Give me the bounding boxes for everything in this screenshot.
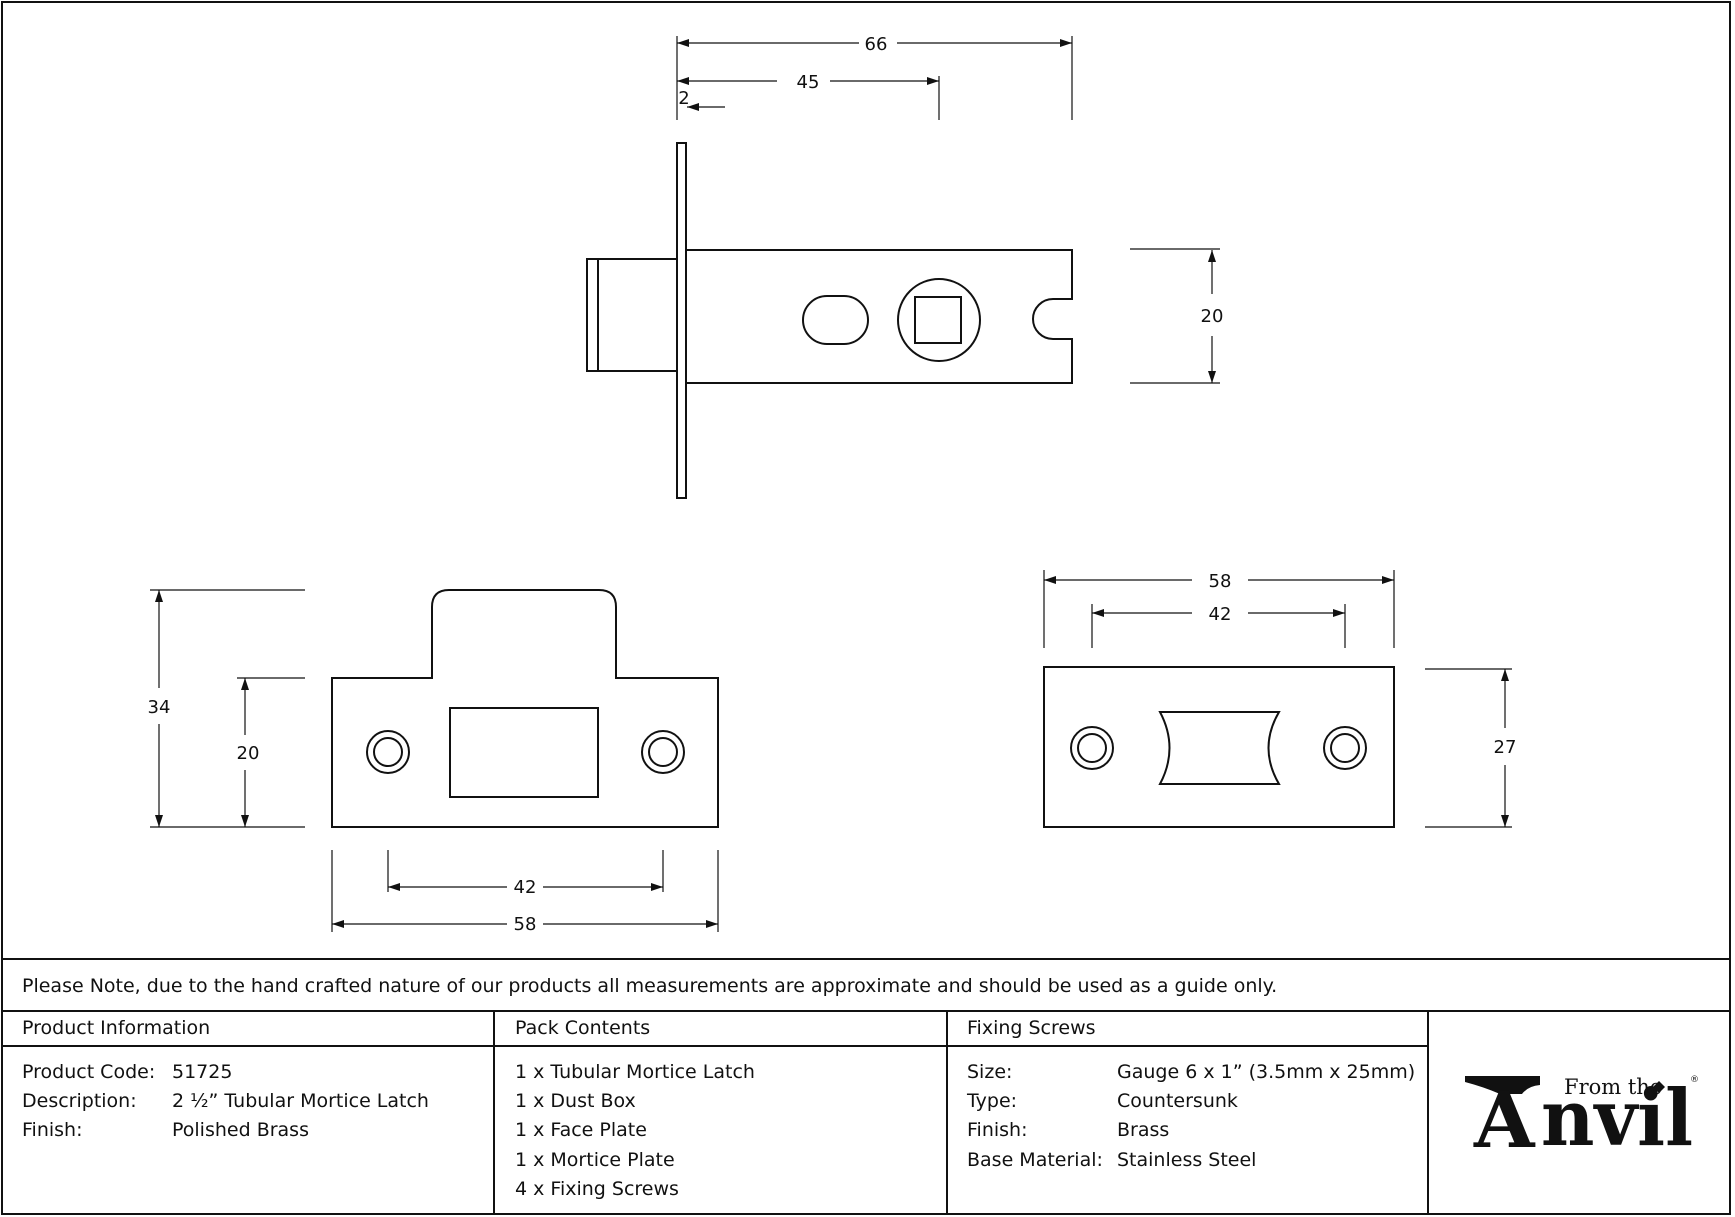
screw-size-label: Size: xyxy=(967,1061,1012,1083)
screw-finish-label: Finish: xyxy=(967,1119,1028,1141)
dim-face-plate-screw-centers: 42 xyxy=(514,877,537,898)
dim-overall-length: 66 xyxy=(865,34,888,55)
mortice-plate-dimension-lines xyxy=(1043,570,1512,828)
dim-mortice-plate-height: 27 xyxy=(1494,737,1517,758)
fixing-screws-header: Fixing Screws xyxy=(967,1017,1096,1039)
registered-mark: ® xyxy=(1690,1075,1699,1085)
measurement-note: Please Note, due to the hand crafted nat… xyxy=(22,975,1277,997)
logo-initial: A xyxy=(1473,1075,1536,1166)
screw-type-label: Type: xyxy=(966,1090,1017,1112)
pack-item: 1 x Face Plate xyxy=(515,1119,647,1141)
product-code-value: 51725 xyxy=(172,1061,232,1083)
mortice-plate-screw-hole-right xyxy=(1323,726,1367,770)
latch-dimension-lines xyxy=(676,36,1220,384)
face-plate-screw-hole-right-inner xyxy=(648,737,678,767)
pack-item: 1 x Mortice Plate xyxy=(515,1149,675,1171)
dim-body-length: 45 xyxy=(797,72,820,93)
screw-type-value: Countersunk xyxy=(1117,1090,1238,1112)
dim-latch-height: 20 xyxy=(1201,306,1224,327)
latch-slot xyxy=(802,295,869,345)
mortice-plate-screw-hole-left xyxy=(1070,726,1114,770)
spindle-square-hole xyxy=(914,296,962,344)
mortice-plate-bolt-opening xyxy=(1158,711,1281,785)
description-label: Description: xyxy=(22,1090,137,1112)
face-plate-screw-hole-left-inner xyxy=(373,737,403,767)
pack-item: 4 x Fixing Screws xyxy=(515,1178,679,1200)
screw-material-value: Stainless Steel xyxy=(1117,1149,1256,1171)
mortice-plate-outline xyxy=(1043,666,1395,828)
dim-face-plate-total-height: 34 xyxy=(148,697,171,718)
follower-hub xyxy=(897,278,981,362)
dim-mortice-plate-width: 58 xyxy=(1209,571,1232,592)
mortice-plate-screw-hole-right-inner xyxy=(1330,733,1360,763)
dim-mortice-plate-screw-centers: 42 xyxy=(1209,604,1232,625)
dim-faceplate-thickness: 2 xyxy=(678,88,689,109)
logo-wordmark: nvil xyxy=(1541,1073,1693,1164)
from-the-anvil-logo: A nvil From the ® xyxy=(1465,1073,1699,1166)
face-plate-screw-hole-left xyxy=(366,730,410,774)
info-table-grid xyxy=(2,958,1731,1215)
forend-plate xyxy=(676,142,687,499)
product-info-header: Product Information xyxy=(22,1017,210,1039)
latch-bolt xyxy=(586,258,678,372)
face-plate-view xyxy=(331,589,719,828)
pack-contents-header: Pack Contents xyxy=(515,1017,650,1039)
diamond-icon xyxy=(1653,1081,1665,1093)
screw-size-value: Gauge 6 x 1” (3.5mm x 25mm) xyxy=(1117,1061,1415,1083)
latch-side-view xyxy=(586,142,1073,499)
screw-finish-value: Brass xyxy=(1117,1119,1169,1141)
screw-material-label: Base Material: xyxy=(967,1149,1103,1171)
face-plate-outline xyxy=(331,589,719,828)
dim-face-plate-width: 58 xyxy=(514,914,537,935)
pack-item: 1 x Dust Box xyxy=(515,1090,636,1112)
pack-item: 1 x Tubular Mortice Latch xyxy=(515,1061,755,1083)
product-code-label: Product Code: xyxy=(22,1061,155,1083)
latch-case xyxy=(686,249,1073,384)
face-plate-dimension-lines xyxy=(150,589,719,932)
face-plate-screw-hole-right xyxy=(641,730,685,774)
anvil-icon xyxy=(1465,1076,1540,1094)
logo-tagline: From the xyxy=(1564,1075,1662,1099)
finish-label: Finish: xyxy=(22,1119,83,1141)
mortice-plate-screw-hole-left-inner xyxy=(1077,733,1107,763)
description-value: 2 ½” Tubular Mortice Latch xyxy=(172,1090,429,1112)
mortice-plate-view xyxy=(1043,666,1395,828)
dim-face-plate-height: 20 xyxy=(237,743,260,764)
finish-value: Polished Brass xyxy=(172,1119,309,1141)
face-plate-bolt-opening xyxy=(449,707,599,798)
